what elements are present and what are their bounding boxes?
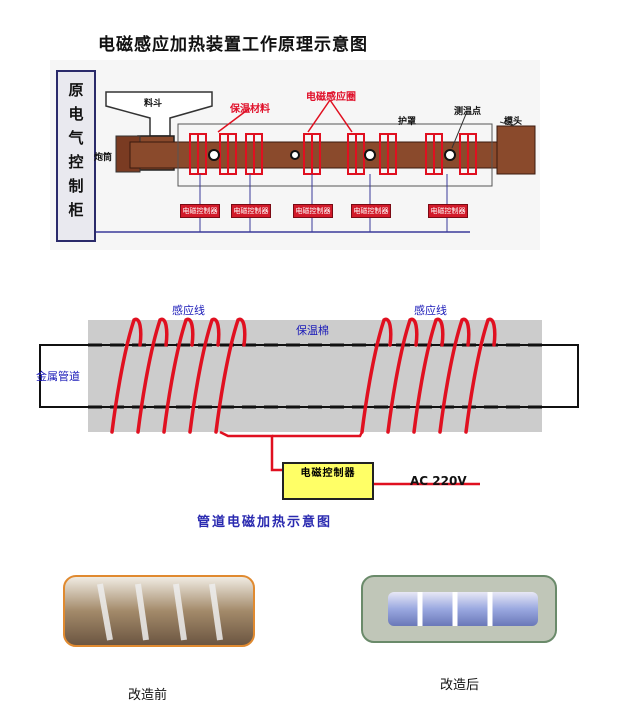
cover-box xyxy=(177,123,493,187)
photo-before-bands xyxy=(97,583,223,641)
pipe-heating-title: 管道电磁加热示意图 xyxy=(197,515,333,530)
barrel-body xyxy=(129,141,501,169)
before-caption: 改造前 xyxy=(128,688,168,703)
coil-left xyxy=(110,317,247,434)
coil-group-1 xyxy=(189,133,237,175)
hopper-label: 料斗 xyxy=(144,99,163,109)
top-title: 电磁感应加热装置工作原理示意图 xyxy=(98,35,368,55)
insulation-cotton-label: 保温棉 xyxy=(296,324,329,337)
pointer-coil-b xyxy=(329,99,353,133)
metal-pipe-label: 金属管道 xyxy=(36,370,80,383)
controller-wire-right xyxy=(272,431,364,438)
after-caption: 改造后 xyxy=(440,678,480,693)
insulation-label: 保温材料 xyxy=(230,104,270,115)
coil-group-4 xyxy=(347,133,397,175)
controller-box-1: 电磁控制器 xyxy=(180,204,220,218)
photo-after-bands xyxy=(417,592,493,626)
coil-label-right: 感应线 xyxy=(414,304,447,317)
photo-before xyxy=(63,575,255,647)
power-supply-label: AC 220V xyxy=(410,474,467,488)
controller-box-2: 电磁控制器 xyxy=(231,204,271,218)
temp-point-label: 测温点 xyxy=(454,107,482,117)
photo-after-pipe xyxy=(388,592,538,626)
controller-box-3: 电磁控制器 xyxy=(293,204,333,218)
barrel-label: 炮筒 xyxy=(94,153,113,163)
pointer-temp xyxy=(451,113,467,149)
controller-wire-left xyxy=(219,430,284,472)
coil-label: 电磁感应圈 xyxy=(306,92,356,103)
die-label: 模头 xyxy=(504,117,523,127)
die-head xyxy=(496,125,536,175)
cover-label: 护罩 xyxy=(398,117,417,127)
controller-box-5: 电磁控制器 xyxy=(428,204,468,218)
coil-group-3 xyxy=(290,133,321,175)
controller-box-4: 电磁控制器 xyxy=(351,204,391,218)
electromagnetic-controller: 电磁控制器 xyxy=(282,462,374,500)
pointer-die xyxy=(499,121,516,127)
coil-label-left: 感应线 xyxy=(172,304,205,317)
control-cabinet: 原电气控制柜 xyxy=(56,70,96,242)
pointer-insulation xyxy=(217,107,251,133)
coil-right xyxy=(360,317,497,434)
coil-group-5 xyxy=(425,133,477,175)
pointer-coil-a xyxy=(307,99,331,133)
insulation-block xyxy=(88,320,542,432)
cabinet-label: 原电气控制柜 xyxy=(68,81,84,219)
